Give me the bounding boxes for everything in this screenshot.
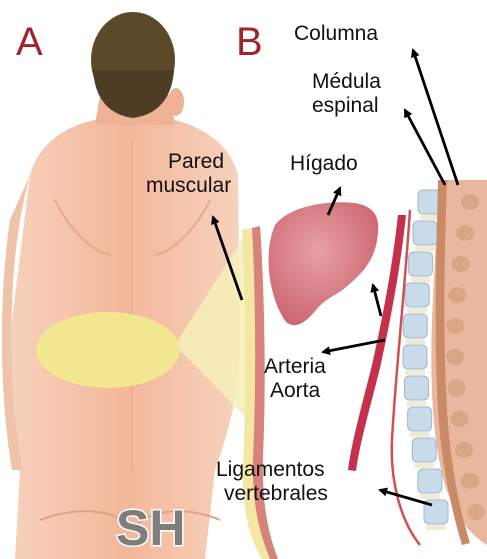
label-ligamentos-line2: vertebrales <box>216 482 328 506</box>
label-pared-muscular: Pared muscular <box>166 150 231 198</box>
vertebra <box>403 314 427 338</box>
label-pared-line2: muscular <box>146 174 231 198</box>
vertebra <box>412 438 436 462</box>
arrow-arteria-2 <box>373 285 381 316</box>
spinous-process <box>455 442 473 458</box>
intervertebral-disc <box>405 370 425 375</box>
label-pared-line1: Pared <box>166 150 231 174</box>
head <box>91 12 184 118</box>
spinous-process <box>452 256 470 272</box>
intervertebral-disc <box>420 215 440 220</box>
intervertebral-disc <box>410 432 430 437</box>
label-medula-line1: Médula <box>312 70 381 94</box>
intervertebral-disc <box>414 463 434 468</box>
intervertebral-disc <box>415 246 435 251</box>
label-columna: Columna <box>294 22 378 46</box>
vertebra <box>413 221 437 245</box>
spinous-process <box>456 225 474 241</box>
liver <box>269 202 379 325</box>
panel-letter-b: B <box>236 22 263 62</box>
vertebra <box>409 252 433 276</box>
spinous-process <box>461 194 479 210</box>
label-ligamentos-line1: Ligamentos <box>216 458 328 482</box>
label-higado: Hígado <box>290 152 358 176</box>
vertebra <box>405 283 429 307</box>
label-medula-espinal: Médula espinal <box>312 70 381 118</box>
sh-logo: SH <box>116 500 185 556</box>
label-arteria-aorta: Arteria Aorta <box>264 355 326 403</box>
intervertebral-disc <box>426 525 446 530</box>
label-medula-line2: espinal <box>312 94 381 118</box>
label-columna-text: Columna <box>294 22 378 46</box>
vertebra <box>408 407 432 431</box>
intervertebral-disc <box>407 308 427 313</box>
label-ligamentos-vertebrales: Ligamentos vertebrales <box>216 458 328 506</box>
vertebra <box>404 376 428 400</box>
sh-logo-text: SH <box>116 500 185 556</box>
label-arteria-line1: Arteria <box>264 355 326 379</box>
spinous-process <box>461 473 479 489</box>
spinous-process <box>446 349 464 365</box>
spinous-process <box>446 318 464 334</box>
intervertebral-disc <box>411 277 431 282</box>
label-higado-text: Hígado <box>290 152 358 176</box>
spinous-process <box>447 380 465 396</box>
panel-letter-a: A <box>16 22 43 62</box>
label-arteria-line2: Aorta <box>264 379 326 403</box>
spinous-process <box>467 504 485 520</box>
intervertebral-disc <box>405 339 425 344</box>
arrow-medula <box>405 110 445 185</box>
intervertebral-disc <box>420 494 440 499</box>
vertebra <box>403 345 427 369</box>
spinous-process <box>448 287 466 303</box>
spinous-process <box>451 411 469 427</box>
vertebra <box>418 469 442 493</box>
intervertebral-disc <box>406 401 426 406</box>
